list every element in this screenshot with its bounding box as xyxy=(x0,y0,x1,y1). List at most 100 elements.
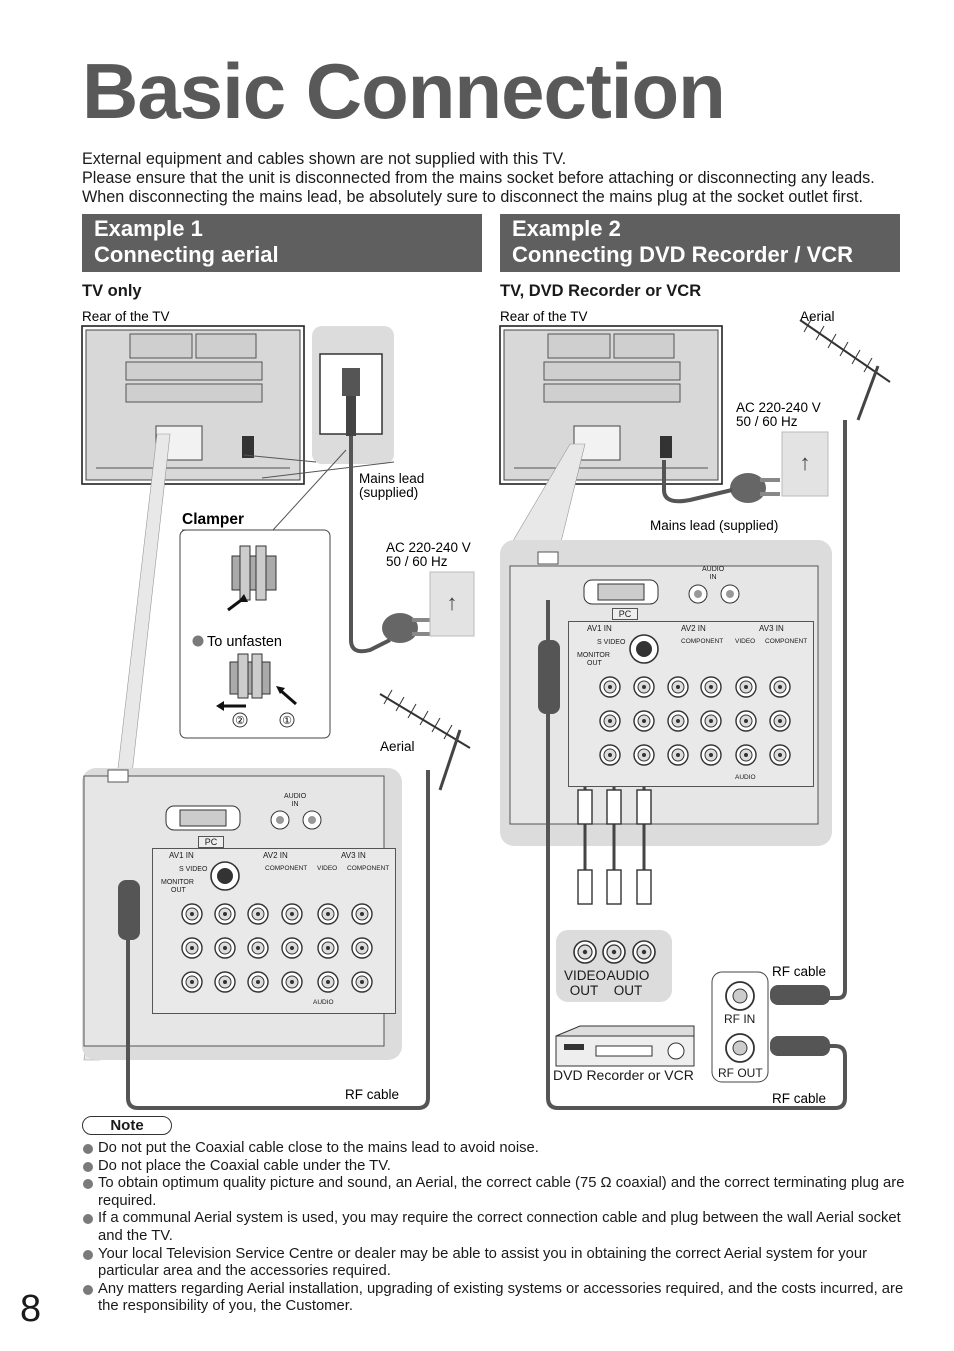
clamper-icon xyxy=(227,545,277,612)
rf-plug-bottom xyxy=(770,1036,830,1056)
ex1-comp-label: COMPONENT xyxy=(265,865,308,872)
example1-heading-line2: Connecting aerial xyxy=(94,242,279,267)
example1-heading-line1: Example 1 xyxy=(94,216,203,241)
ex2-wall-socket xyxy=(781,431,829,497)
note-text: Your local Television Service Centre or … xyxy=(98,1245,868,1280)
note-label: Note xyxy=(82,1116,172,1135)
connection-illustration: Rear of the TV Mains lead (supplied) AC … xyxy=(81,309,891,1110)
bullet-icon xyxy=(83,1179,93,1190)
wall-socket-icon: ↑ xyxy=(447,590,458,615)
ex1-monitor-label: MONITOR xyxy=(161,879,194,886)
bullet-icon xyxy=(83,1144,93,1154)
ex1-audio-label: AUDIO xyxy=(313,999,334,1006)
clamper-label: Clamper xyxy=(182,511,244,528)
intro-line-3: When disconnecting the mains lead, be ab… xyxy=(82,188,864,206)
ex1-tv-rear xyxy=(81,325,305,485)
clamper-box xyxy=(179,529,331,739)
note-text: Do not place the Coaxial cable under the… xyxy=(98,1157,391,1174)
bullet-icon xyxy=(83,1284,93,1295)
ex2-svideo-label: S VIDEO xyxy=(597,639,626,646)
note-item: Do not put the Coaxial cable close to th… xyxy=(82,1140,912,1158)
ex1-step1: ① xyxy=(282,715,292,727)
note-item: Do not place the Coaxial cable under the… xyxy=(82,1158,912,1176)
example1-heading: Example 1 Connecting aerial xyxy=(82,214,482,272)
page-title: Basic Connection xyxy=(82,47,726,135)
ex1-wall-socket xyxy=(429,571,475,637)
note-text: To obtain optimum quality picture and so… xyxy=(98,1175,905,1209)
ex1-comp2-label: COMPONENT xyxy=(347,865,390,872)
audio-out-line2: OUT xyxy=(613,983,643,998)
ex2-panel-audio-in: AUDIO IN xyxy=(702,566,724,582)
note-text: Any matters regarding Aerial installatio… xyxy=(98,1280,904,1315)
note-item: Your local Television Service Centre or … xyxy=(82,1246,912,1281)
video-out-line2: OUT xyxy=(569,983,599,998)
bullet-icon xyxy=(83,1249,93,1260)
ex1-av2-label: AV2 IN xyxy=(263,851,288,860)
ex2-monitor-label: MONITOR xyxy=(577,652,610,659)
ex2-ac-1: AC 220-240 V xyxy=(736,400,821,415)
rf-plug-top xyxy=(770,985,830,1005)
intro-text: External equipment and cables shown are … xyxy=(82,150,922,207)
page-number: 8 xyxy=(20,1288,42,1330)
audio-out-line1: AUDIO xyxy=(606,968,650,983)
ex1-mains-lead-2: (supplied) xyxy=(359,485,418,500)
ex1-av1-label: AV1 IN xyxy=(169,851,194,860)
ex2-top-connectors xyxy=(583,579,740,605)
video-out-line1: VIDEO xyxy=(564,968,607,983)
ex1-panel-audio-in: AUDIO IN xyxy=(284,793,306,809)
ex1-out-label: OUT xyxy=(171,887,186,894)
bullet-icon xyxy=(192,635,204,647)
ex2-comp2-label: COMPONENT xyxy=(765,638,808,645)
ex1-video-label: VIDEO xyxy=(317,865,338,872)
rf-in-label: RF IN xyxy=(724,1012,756,1026)
ex1-ac-2: 50 / 60 Hz xyxy=(386,554,448,569)
note-item: Any matters regarding Aerial installatio… xyxy=(82,1281,912,1316)
ex2-rf-cable-top: RF cable xyxy=(772,964,826,979)
example2-subheading: TV, DVD Recorder or VCR xyxy=(500,282,702,300)
intro-line-2: Please ensure that the unit is disconnec… xyxy=(82,169,875,187)
bullet-icon xyxy=(83,1214,93,1225)
ex1-step2: ② xyxy=(235,715,245,727)
ex1-ac-1: AC 220-240 V xyxy=(386,540,471,555)
ex1-mains-plug xyxy=(382,613,432,643)
ex2-audio-label: AUDIO xyxy=(735,774,756,781)
unfasten-label: To unfasten xyxy=(207,634,282,650)
note-text: Do not put the Coaxial cable close to th… xyxy=(98,1140,539,1156)
ex2-ac-2: 50 / 60 Hz xyxy=(736,414,798,429)
ex2-av1-label: AV1 IN xyxy=(587,624,612,633)
example1-subheading: TV only xyxy=(82,282,142,300)
ex1-av3-label: AV3 IN xyxy=(341,851,366,860)
ex1-svideo-label: S VIDEO xyxy=(179,866,208,873)
ex1-aerial xyxy=(379,689,471,791)
ex2-aerial xyxy=(799,317,891,421)
ex1-rear-label: Rear of the TV xyxy=(82,309,170,324)
note-item: To obtain optimum quality picture and so… xyxy=(82,1175,912,1210)
panel-in-label: IN xyxy=(291,801,299,808)
ex1-rf-cable-line xyxy=(126,770,430,1110)
unfasten-icon xyxy=(216,653,297,711)
ex2-jacks xyxy=(599,634,791,766)
note-text: If a communal Aerial system is used, you… xyxy=(98,1210,901,1244)
wall-socket-icon-2: ↑ xyxy=(800,450,811,475)
ex2-pc-label: PC xyxy=(612,608,638,620)
ex2-video-label: VIDEO xyxy=(735,638,756,645)
example2-heading-line2: Connecting DVD Recorder / VCR xyxy=(512,242,854,267)
ex1-aerial-label: Aerial xyxy=(380,739,415,754)
video-out-label: VIDEO OUT xyxy=(564,968,607,998)
ex2-rear-label: Rear of the TV xyxy=(500,309,588,324)
ex1-pc-label: PC xyxy=(198,836,224,848)
ex2-aerial-label: Aerial xyxy=(800,309,835,324)
ex2-out-label: OUT xyxy=(587,660,602,667)
audio-out-label: AUDIO OUT xyxy=(606,968,650,998)
note-item: If a communal Aerial system is used, you… xyxy=(82,1210,912,1245)
example2-heading: Example 2 Connecting DVD Recorder / VCR xyxy=(500,214,900,272)
panel-audio-label: AUDIO xyxy=(284,793,307,800)
ex2-tv-rear xyxy=(499,325,723,485)
bullet-icon xyxy=(83,1161,93,1172)
ex1-mains-lead-1: Mains lead xyxy=(359,471,424,486)
rf-out-label: RF OUT xyxy=(718,1066,763,1080)
ex2-mains-lead: Mains lead (supplied) xyxy=(650,518,778,533)
dvd-recorder-label: DVD Recorder or VCR xyxy=(553,1067,694,1083)
ex2-av3-label: AV3 IN xyxy=(759,624,784,633)
ex1-top-connectors xyxy=(165,805,322,831)
